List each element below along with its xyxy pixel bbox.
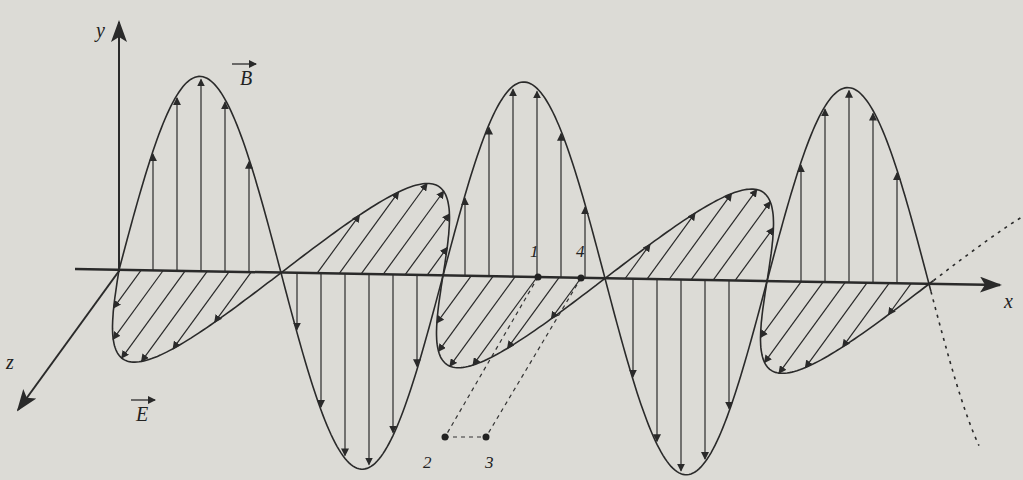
field-vector bbox=[383, 191, 444, 274]
field-vector bbox=[761, 282, 801, 338]
field-vector bbox=[173, 272, 229, 349]
leader-line bbox=[445, 277, 538, 437]
point-dot bbox=[442, 434, 449, 441]
point-dot bbox=[483, 434, 490, 441]
field-vector bbox=[152, 154, 153, 270]
field-vector bbox=[584, 207, 585, 278]
field-vector bbox=[317, 215, 359, 273]
field-vector bbox=[728, 281, 729, 409]
field-vector bbox=[551, 278, 581, 319]
field-vector bbox=[848, 91, 849, 283]
field-vector bbox=[113, 271, 163, 339]
field-vector bbox=[416, 275, 417, 366]
field-vector bbox=[625, 244, 650, 278]
field-vector bbox=[656, 279, 657, 441]
field-vector bbox=[488, 128, 489, 277]
field-vector bbox=[779, 283, 845, 374]
field-label: E bbox=[136, 404, 148, 424]
field-vector bbox=[704, 280, 705, 459]
field-vector bbox=[800, 165, 801, 281]
axis-label: x bbox=[1004, 291, 1013, 311]
field-vector bbox=[824, 109, 825, 282]
point-number: 1 bbox=[530, 243, 539, 260]
field-vector bbox=[512, 89, 513, 277]
field-vector bbox=[215, 272, 251, 322]
leader-line bbox=[486, 278, 581, 437]
field-vector bbox=[872, 114, 873, 284]
field-vector bbox=[339, 192, 399, 274]
point-number: 2 bbox=[423, 454, 432, 471]
x-axis bbox=[75, 269, 1000, 285]
wave-curves bbox=[113, 76, 1023, 474]
field-vector bbox=[200, 79, 201, 271]
vector-arrow bbox=[131, 399, 155, 400]
field-label: B bbox=[240, 68, 252, 88]
point-number: 3 bbox=[485, 454, 494, 471]
field-vector bbox=[296, 273, 297, 330]
field-vector bbox=[439, 276, 493, 351]
field-vector bbox=[464, 198, 465, 276]
wave-curve bbox=[931, 292, 979, 446]
field-vector bbox=[405, 214, 449, 275]
vector-arrow bbox=[232, 63, 256, 64]
z-axis bbox=[18, 271, 119, 410]
point-number: 4 bbox=[576, 243, 585, 260]
field-vector bbox=[437, 276, 471, 323]
field-vector bbox=[647, 213, 695, 279]
field-vector bbox=[427, 248, 447, 276]
field-vector bbox=[896, 173, 897, 283]
field-vector bbox=[248, 162, 249, 272]
field-vector bbox=[114, 270, 141, 308]
field-vector bbox=[176, 98, 177, 271]
field-vector bbox=[735, 228, 773, 281]
leader-line bbox=[445, 436, 486, 437]
field-vector bbox=[888, 284, 911, 315]
field-vector bbox=[632, 279, 633, 377]
point-dot bbox=[578, 275, 585, 282]
field-vector bbox=[344, 274, 345, 455]
field-vector bbox=[224, 102, 225, 272]
axis-label: z bbox=[6, 352, 14, 372]
wave-curve bbox=[934, 210, 1023, 280]
field-vector bbox=[560, 134, 561, 278]
field-vector bbox=[361, 183, 427, 274]
field-vector bbox=[680, 280, 681, 471]
field-vector bbox=[508, 278, 559, 349]
field-vector bbox=[392, 275, 393, 433]
y-axis bbox=[118, 22, 120, 272]
field-vector bbox=[320, 273, 321, 407]
field-vector bbox=[765, 282, 823, 362]
field-vector bbox=[713, 202, 770, 281]
field-vector bbox=[368, 274, 369, 464]
field-vector bbox=[843, 283, 889, 347]
axis-label: y bbox=[96, 20, 105, 40]
point-dot bbox=[535, 274, 542, 281]
wave-curve bbox=[113, 184, 934, 374]
